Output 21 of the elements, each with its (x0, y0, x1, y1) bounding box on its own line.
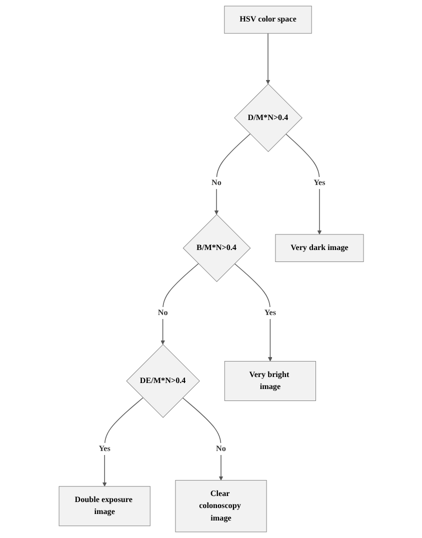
arrow (160, 263, 199, 345)
node-box: HSV color space (224, 6, 312, 34)
arrow (214, 134, 250, 215)
node-box: Clear colonoscopy image (174, 480, 266, 532)
node-diamond: DE/M*N>0.4 (126, 344, 200, 418)
edge-label: No (216, 444, 226, 453)
arrow (265, 33, 270, 84)
edge-label: No (158, 308, 168, 318)
node-box: Very dark image (274, 234, 364, 262)
node-diamond: B/M*N>0.4 (182, 214, 250, 282)
arrow (182, 397, 223, 481)
node-box: Double exposure image (58, 486, 150, 526)
edge-label: No (211, 178, 222, 188)
arrow (102, 397, 144, 487)
edge-label: Yes (264, 308, 276, 318)
arrow (234, 263, 272, 362)
node-box: Very bright image (224, 361, 316, 401)
edge-label: Yes (98, 444, 110, 453)
arrow (285, 134, 322, 235)
edge-label: Yes (313, 178, 325, 188)
node-diamond: D/M*N>0.4 (234, 84, 302, 152)
